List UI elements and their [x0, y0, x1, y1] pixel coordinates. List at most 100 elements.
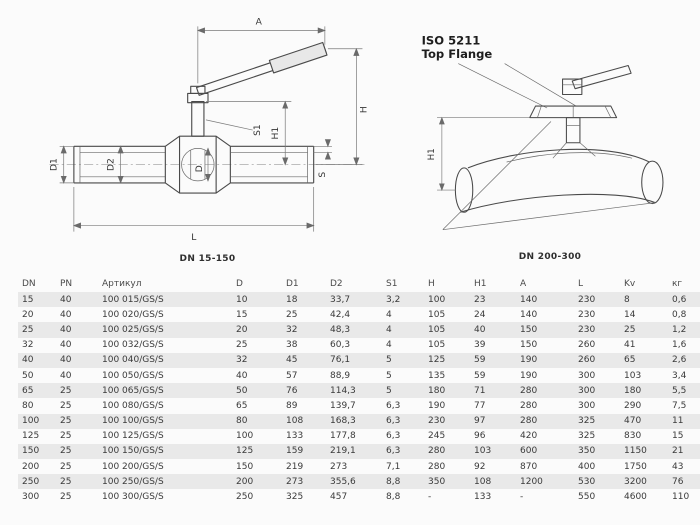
table-cell: 105	[424, 322, 470, 338]
table-cell: 600	[516, 443, 574, 460]
table-cell: 150	[236, 461, 254, 472]
table-cell: 38	[286, 340, 298, 351]
ball-valve-side-view: A H H1 S1 D1 D2 D	[48, 17, 369, 243]
column-header: D2	[330, 279, 343, 289]
table-cell: 25	[18, 322, 56, 338]
table-cell: 40	[56, 322, 98, 338]
table-cell: 100 200/GS/S	[102, 461, 164, 472]
drawing-caption-dn200-300: DN 200-300	[518, 252, 582, 262]
table-cell: 530	[574, 474, 620, 490]
table-cell: 100 015/GS/S	[98, 292, 232, 308]
column-header: DN	[22, 279, 36, 289]
table-cell: 40	[56, 292, 98, 308]
table-cell: 280	[516, 413, 574, 429]
table-cell: 100 150/GS/S	[98, 443, 232, 460]
table-cell: 97	[470, 413, 516, 429]
table-cell: 420	[520, 431, 538, 442]
table-cell: 230	[574, 292, 620, 308]
table-cell: 25	[56, 474, 98, 490]
table-cell: 89	[286, 400, 298, 411]
dim-label-d1: D1	[49, 158, 59, 171]
table-cell: 150	[18, 443, 56, 460]
iso-flange-label-line1: ISO 5211	[422, 33, 481, 47]
table-cell: 114,3	[326, 383, 382, 399]
table-cell: 457	[330, 492, 348, 503]
table-cell: 1,2	[668, 322, 700, 338]
table-cell: 8,8	[382, 474, 424, 490]
table-cell: 50	[232, 383, 282, 399]
table-cell: 76,1	[326, 352, 382, 368]
technical-drawings: A H H1 S1 D1 D2 D	[48, 17, 664, 264]
table-cell: 42,4	[330, 309, 351, 320]
table-cell: 260	[578, 340, 596, 351]
dim-label-d: D	[194, 165, 204, 172]
table-cell: 7,1	[386, 461, 401, 472]
dim-label-h1: H1	[271, 127, 281, 140]
table-cell: 300	[22, 492, 40, 503]
table-cell: -	[520, 492, 524, 503]
table-cell: 260	[574, 352, 620, 368]
table-cell: 48,3	[326, 322, 382, 338]
table-cell: 10	[232, 292, 282, 308]
table-cell: 15	[236, 309, 248, 320]
table-cell: 32	[22, 340, 34, 351]
table-cell: 100 025/GS/S	[98, 322, 232, 338]
table-cell: 100 300/GS/S	[102, 492, 164, 503]
table-cell: 177,8	[330, 431, 356, 442]
table-cell: 80	[232, 413, 282, 429]
table-cell: 350	[424, 474, 470, 490]
table-cell: 110	[672, 492, 690, 503]
table-cell: 108	[470, 474, 516, 490]
dim-label-s1: S1	[252, 124, 262, 136]
table-cell: 65	[620, 352, 668, 368]
table-cell: 103	[624, 370, 642, 381]
table-cell: 159	[282, 443, 326, 460]
column-header: PN	[60, 279, 73, 289]
table-cell: 150	[516, 322, 574, 338]
table-cell: 100 050/GS/S	[102, 370, 164, 381]
table-cell: 190	[428, 400, 446, 411]
table-cell: 125	[232, 443, 282, 460]
table-cell: 280	[516, 383, 574, 399]
table-cell: 105	[428, 309, 446, 320]
column-header: кг	[672, 279, 683, 289]
table-cell: 3200	[620, 474, 668, 490]
table-cell: 140	[520, 309, 538, 320]
table-cell: 100	[236, 431, 254, 442]
dim-label-h1-right: H1	[427, 148, 437, 160]
table-cell: 100 250/GS/S	[98, 474, 232, 490]
table-cell: 5,5	[668, 383, 700, 399]
table-cell: 59	[474, 370, 486, 381]
table-cell: 6,3	[386, 400, 401, 411]
table-cell: 245	[428, 431, 446, 442]
table-cell: 180	[424, 383, 470, 399]
table-cell: 200	[22, 461, 40, 472]
table-cell: 5	[386, 370, 392, 381]
table-cell: 8,8	[386, 492, 401, 503]
table-cell: 250	[18, 474, 56, 490]
table-cell: 325	[578, 431, 596, 442]
table-cell: 80	[22, 400, 34, 411]
table-cell: 280	[428, 461, 446, 472]
table-cell: 2,6	[668, 352, 700, 368]
drawing-caption-dn15-150: DN 15-150	[179, 254, 236, 264]
table-cell: 25	[60, 431, 72, 442]
table-cell: 88,9	[330, 370, 351, 381]
table-cell: 100 100/GS/S	[98, 413, 232, 429]
table-cell: 20	[22, 309, 34, 320]
table-cell: 870	[520, 461, 538, 472]
table-cell: 25	[56, 443, 98, 460]
table-cell: 1,6	[672, 340, 687, 351]
table-cell: 40	[470, 322, 516, 338]
column-header: H	[428, 279, 435, 289]
